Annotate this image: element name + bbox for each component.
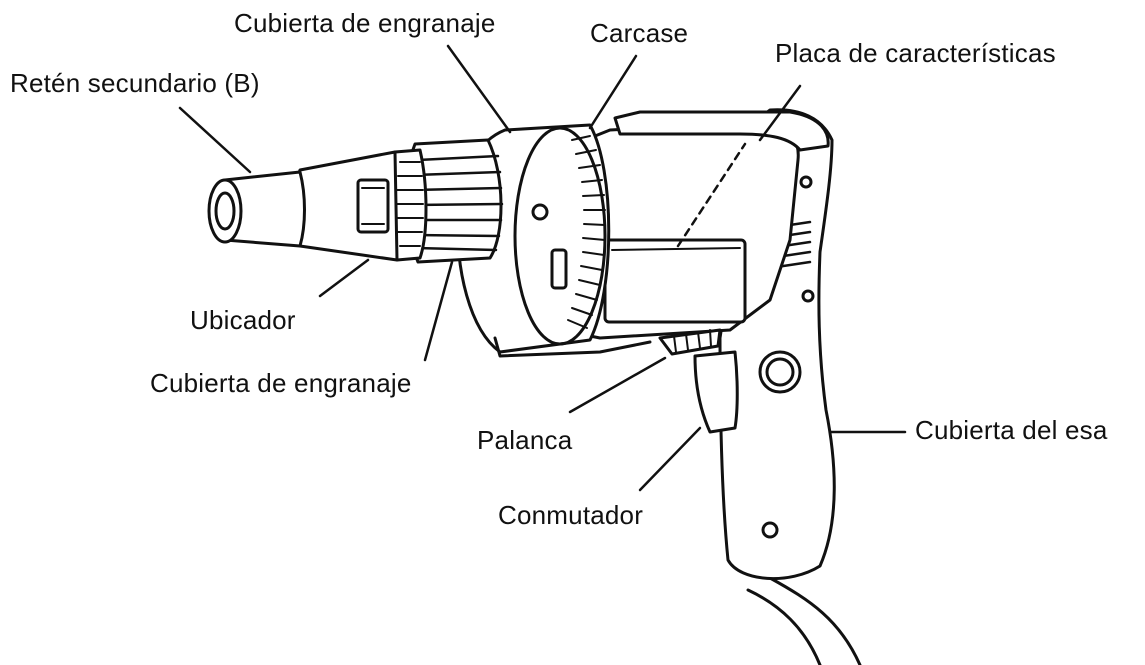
label-gear-cover-bottom: Cubierta de engranaje xyxy=(150,368,412,398)
handle-screw-mid xyxy=(803,291,813,301)
adjust-knob xyxy=(552,250,566,288)
label-secondary-retainer: Retén secundario (B) xyxy=(10,68,260,98)
label-gear-cover-top: Cubierta de engranaje xyxy=(234,8,496,38)
label-handle-cover: Cubierta del esa xyxy=(915,415,1108,445)
switch-trigger xyxy=(695,352,737,432)
label-switch: Conmutador xyxy=(498,500,643,530)
handle-screw-bottom xyxy=(763,523,777,537)
side-panel xyxy=(605,240,745,322)
handle-screw-top xyxy=(801,177,811,187)
label-locator: Ubicador xyxy=(190,305,296,335)
label-lever: Palanca xyxy=(477,425,572,455)
power-cord xyxy=(748,578,860,665)
label-housing: Carcase xyxy=(590,18,688,48)
label-nameplate: Placa de características xyxy=(775,38,1056,68)
